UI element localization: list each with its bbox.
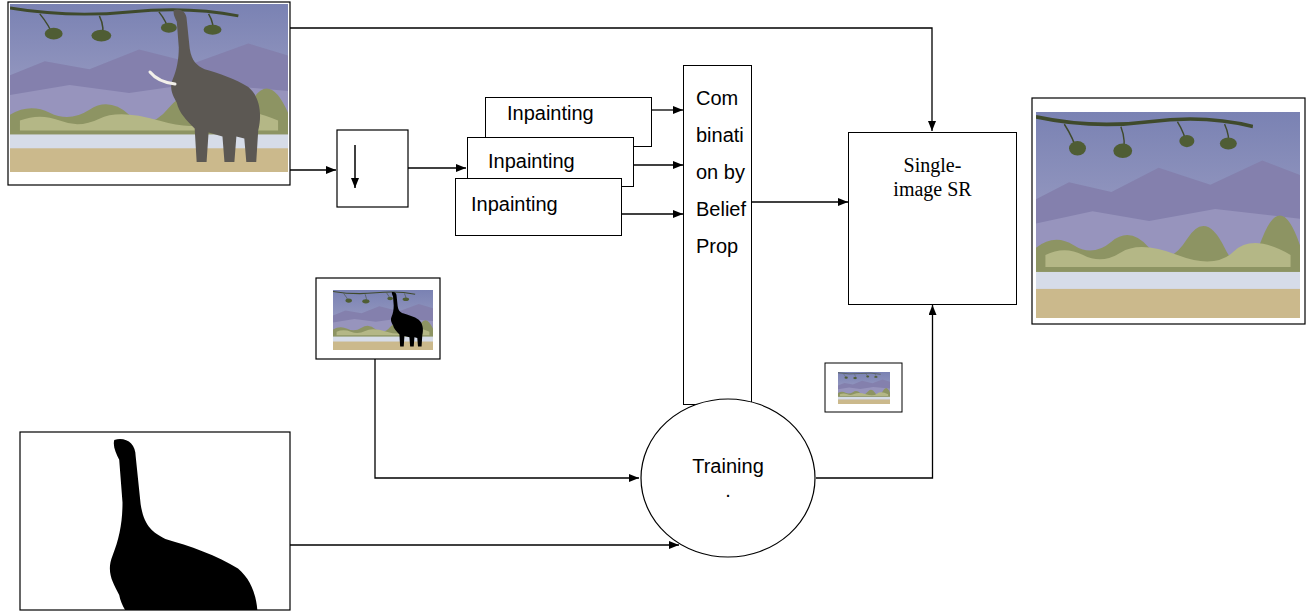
flow-arrow xyxy=(652,109,683,110)
layout-wires xyxy=(290,28,932,545)
flow-arrow xyxy=(634,164,683,165)
process-ellipse: Training. xyxy=(640,398,816,558)
node-label: Single-image SR xyxy=(885,153,981,201)
flow-arrow xyxy=(752,201,848,202)
mask-image xyxy=(20,432,290,611)
ellipse-shape xyxy=(641,399,815,557)
masked-thumbnail xyxy=(316,278,440,359)
downsample-block xyxy=(337,130,408,207)
node-label: Combination by Belief Prop xyxy=(696,80,747,265)
node-label: Inpainting xyxy=(488,149,627,173)
node-label: Inpainting xyxy=(507,101,645,125)
output-image xyxy=(1032,98,1305,324)
process-box: Single-image SR xyxy=(848,132,1017,305)
node-label: . xyxy=(725,478,731,502)
sky-thumbnail xyxy=(825,363,902,412)
flow-arrow xyxy=(816,305,933,478)
process-box: Combination by Belief Prop xyxy=(683,65,752,405)
ellipse-outline xyxy=(640,398,816,558)
node-label: Training xyxy=(692,454,764,478)
input-image xyxy=(8,2,290,185)
flow-arrow xyxy=(622,213,683,214)
node-label: Inpainting xyxy=(471,192,615,216)
process-box: Inpainting xyxy=(455,178,622,236)
